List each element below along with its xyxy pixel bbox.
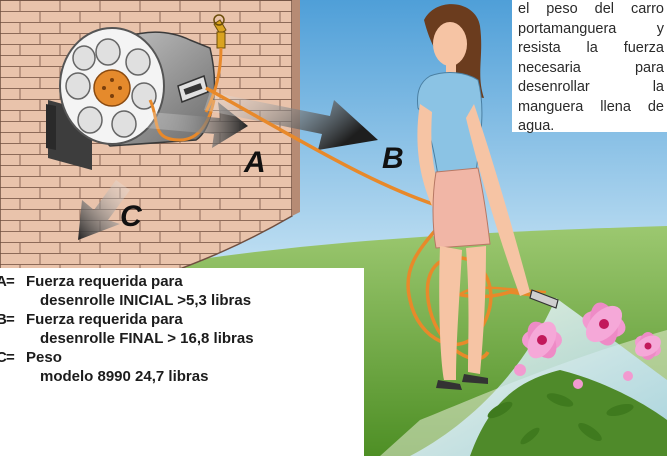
spray-nozzle [529,289,559,309]
face [433,22,467,66]
legend-key-c: C [0,349,7,366]
woman-watering [417,4,530,390]
description-box [512,0,667,132]
legend-row-a-detail: desenrolle INICIAL >5,3 libras [0,291,350,310]
wall-side-shadow [292,0,300,216]
force-arrow-b [204,92,378,150]
legend-detail-b: desenrolle FINAL > 16,8 libras [40,330,254,347]
legend-row-b-detail: desenrolle FINAL > 16,8 libras [0,329,350,348]
reel-hub [93,69,131,107]
legend-row-c-title: C = Peso [0,348,350,367]
legend-equals: = [6,349,15,366]
legend-box [0,268,364,456]
flower-left [522,321,562,359]
legend-row-b-title: B = Fuerza requerida para [0,310,350,329]
legs [439,246,486,380]
leaves [487,393,634,445]
legend-title-c: Peso [26,349,62,366]
description-paragraph: el peso del carro portamanguera y resist… [518,1,664,134]
arrow-label-a: A [243,146,266,179]
legend-key-b: B [0,311,7,328]
arm-left [417,104,446,214]
flowers [470,302,667,456]
force-arrow-c [78,180,130,240]
legend-row-c-detail: modelo 8990 24,7 libras [0,367,350,386]
arrow-label-b: B [382,142,404,175]
flower-buds [514,364,633,389]
sandals [436,374,488,390]
legend-detail-c: modelo 8990 24,7 libras [40,368,209,385]
legend-title-a: Fuerza requerida para [26,273,183,290]
legend-row-a-title: A = Fuerza requerida para [0,272,350,291]
legend-detail-a: desenrolle INICIAL >5,3 libras [40,292,252,309]
legend-equals: = [6,311,15,328]
shorts [432,167,491,249]
force-legend: A = Fuerza requerida para desenrolle INI… [0,272,350,386]
legend-key-a: A [0,273,7,290]
legend-title-b: Fuerza requerida para [26,311,183,328]
flower-right [582,302,626,346]
reel-holes [65,38,157,138]
arm-right [466,104,530,296]
flower-small [635,332,661,360]
arrow-label-c: C [120,200,143,233]
legend-equals: = [6,273,15,290]
